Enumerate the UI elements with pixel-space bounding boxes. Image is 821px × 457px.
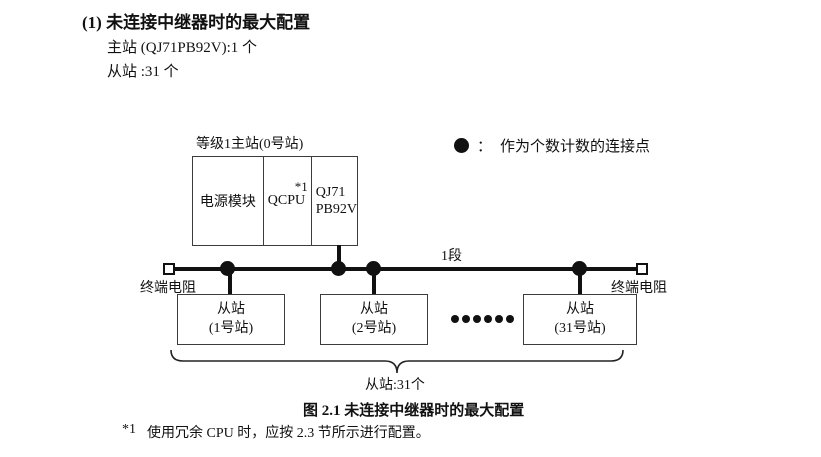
legend: ： 作为个数计数的连接点 — [454, 135, 650, 156]
cpu-footnote-ref: *1 — [294, 179, 308, 194]
slave1-drop-line — [228, 269, 232, 294]
slave-number: (1号站) — [208, 320, 254, 336]
segment-label: 1段 — [441, 249, 462, 264]
slave-station-box: 从站 (2号站) — [320, 294, 428, 345]
power-module-cell: 电源模块 — [199, 195, 256, 210]
connection-dot — [572, 261, 587, 276]
legend-colon: ： — [477, 139, 493, 155]
connection-dot — [366, 261, 381, 276]
ellipsis-dots — [451, 315, 514, 323]
network-module-cell: QJ71 PB92V — [310, 157, 357, 245]
slaves-summary-label: 从站:31个 — [365, 378, 425, 393]
ellipsis-dot — [473, 315, 481, 323]
cpu-label: QCPU — [267, 193, 306, 208]
terminating-resistor-left-icon — [163, 263, 175, 275]
terminating-resistor-right-label: 终端电阻 — [611, 281, 667, 296]
ellipsis-dot — [506, 315, 514, 323]
master-count-line: 主站 (QJ71PB92V):1 个 — [107, 40, 258, 56]
figure-caption: 图 2.1 未连接中继器时的最大配置 — [303, 403, 525, 419]
cpu-module-cell: QCPU *1 — [262, 157, 311, 245]
section-heading: (1) 未连接中继器时的最大配置 — [82, 13, 311, 32]
master-station-box: 电源模块 QCPU *1 QJ71 PB92V — [192, 156, 358, 246]
slave-number: (2号站) — [351, 320, 397, 336]
ellipsis-dot — [462, 315, 470, 323]
connection-dot — [331, 261, 346, 276]
slave-number: (31号站) — [554, 320, 606, 336]
ellipsis-dot — [484, 315, 492, 323]
network-module-line1: QJ71 — [315, 184, 346, 200]
master-station-label: 等级1主站(0号站) — [196, 137, 304, 152]
slave-name: 从站 — [566, 301, 594, 317]
network-module-line2: PB92V — [315, 202, 357, 217]
legend-text: 作为个数计数的连接点 — [500, 139, 651, 155]
terminating-resistor-left-label: 终端电阻 — [140, 281, 196, 296]
master-drop-line — [337, 245, 341, 271]
brace-shape — [170, 349, 624, 374]
slave-station-box: 从站 (1号站) — [177, 294, 285, 345]
connection-dot-icon — [454, 138, 469, 153]
slave-name: 从站 — [217, 301, 245, 317]
slave-station-box: 从站 (31号站) — [523, 294, 637, 345]
footnote-text: 使用冗余 CPU 时，应按 2.3 节所示进行配置。 — [147, 426, 430, 441]
footnote-marker: *1 — [122, 422, 136, 437]
slave-count-line: 从站 :31 个 — [107, 64, 179, 80]
slave31-drop-line — [578, 269, 582, 294]
terminating-resistor-right-icon — [636, 263, 648, 275]
ellipsis-dot — [451, 315, 459, 323]
slave-name: 从站 — [360, 301, 388, 317]
bus-line — [170, 267, 642, 271]
slave2-drop-line — [372, 269, 376, 294]
ellipsis-dot — [495, 315, 503, 323]
